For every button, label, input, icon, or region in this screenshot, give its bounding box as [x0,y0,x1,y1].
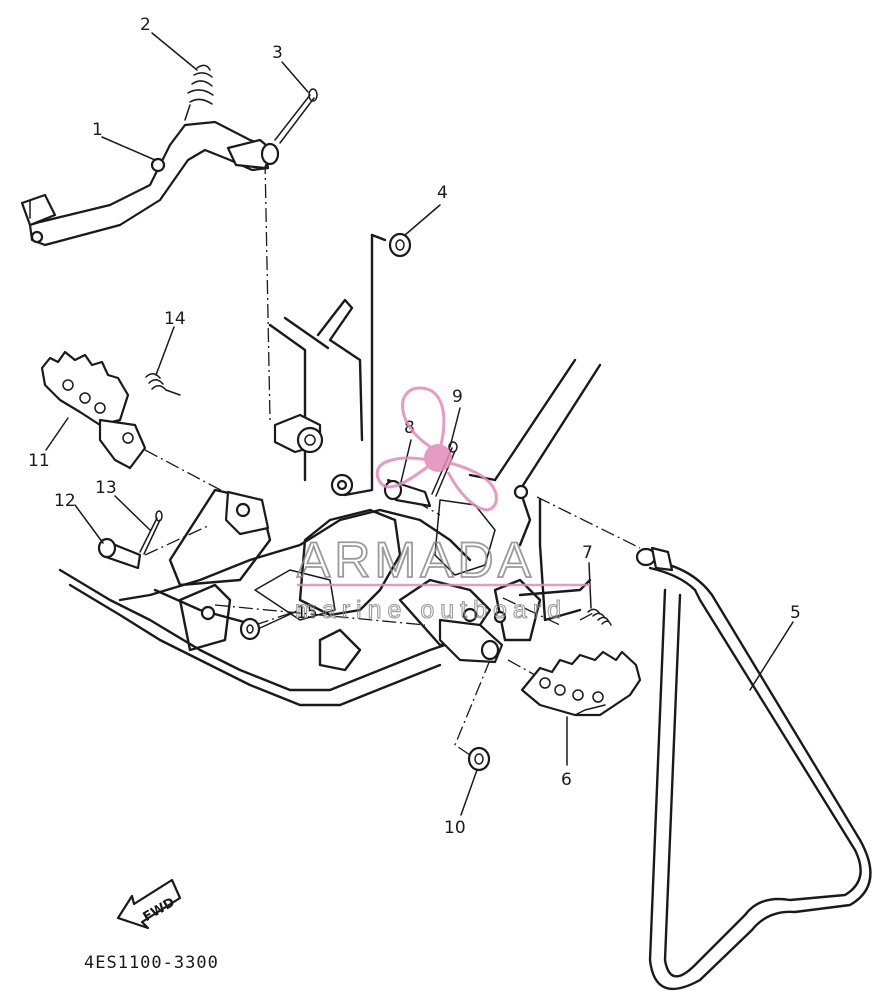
frame [58,233,602,707]
pin-12 [97,537,142,570]
brake-pedal [20,120,280,247]
callout-10: 10 [444,818,466,838]
callout-15: 15 [296,603,318,623]
callout-5: 5 [790,603,801,623]
side-stand [635,546,872,990]
callout-13: 13 [95,478,117,498]
callout-12: 12 [54,491,76,511]
propeller-hub-icon [424,444,452,472]
washer-4 [388,232,412,258]
watermark-subtitle: marine outboard [295,596,567,624]
fwd-arrow-icon: FWD [116,878,182,930]
callout-14: 14 [164,309,186,329]
pivot-bush [273,413,324,454]
armada-watermark: ARMADA marine outboard [294,386,590,625]
propeller-logo-icon [375,386,498,512]
leader-lines [45,32,794,816]
diagram-code: 4ES1100-3300 [84,953,219,973]
callout-1: 1 [92,120,103,140]
pin-8 [383,478,432,508]
callout-11: 11 [28,451,50,471]
footrest-spring-7 [587,608,612,626]
callouts: 1 2 3 4 5 6 7 8 9 10 11 12 13 14 15 [28,15,801,838]
callout-9: 9 [452,387,463,407]
callout-4: 4 [437,183,448,203]
footrest-right [520,650,642,717]
callout-7: 7 [582,543,593,563]
watermark-title: ARMADA [297,532,535,588]
cotter-pin-3 [274,88,318,144]
footrest-left [40,350,147,470]
washer-15 [239,617,261,641]
washer-10 [467,746,491,772]
return-spring [184,64,214,121]
footrest-mount [438,618,504,664]
cotter-pin-13 [139,510,163,555]
footrest-spring-14 [145,373,181,396]
callout-6: 6 [561,770,572,790]
callout-3: 3 [272,43,283,63]
callout-2: 2 [140,15,151,35]
